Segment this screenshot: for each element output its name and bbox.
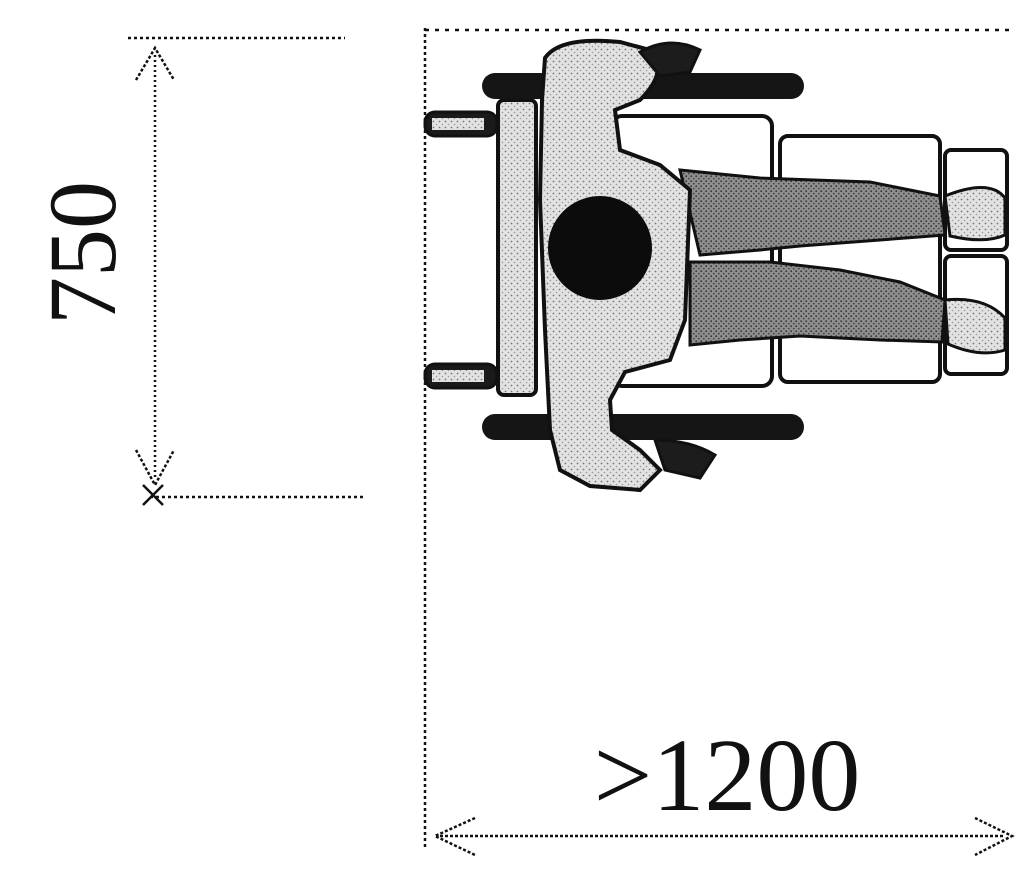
right-wheel bbox=[482, 414, 804, 440]
left-leg bbox=[678, 168, 947, 257]
vertical-dim-top-arrow bbox=[134, 45, 176, 81]
horizontal-dimension-label: >1200 bbox=[594, 718, 861, 833]
horizontal-dimension: >1200 bbox=[423, 28, 1015, 857]
vertical-dimension: 750 bbox=[29, 36, 365, 506]
vertical-dim-bottom-tick bbox=[142, 484, 164, 506]
left-foot bbox=[943, 186, 1007, 242]
handle-grip-right bbox=[432, 370, 484, 382]
vertical-dimension-label: 750 bbox=[29, 181, 136, 325]
left-hand bbox=[637, 41, 702, 78]
right-foot bbox=[943, 297, 1007, 355]
head bbox=[548, 196, 652, 300]
right-hand bbox=[652, 438, 718, 480]
backrest bbox=[496, 98, 538, 397]
handle-grip-left bbox=[432, 118, 484, 130]
front-frame bbox=[778, 134, 942, 384]
vertical-dim-bottom-arrow bbox=[134, 449, 176, 488]
horizontal-dim-right-arrow bbox=[974, 816, 1015, 857]
right-leg bbox=[688, 260, 947, 347]
wheelchair-user-top-view-icon bbox=[423, 38, 1009, 493]
